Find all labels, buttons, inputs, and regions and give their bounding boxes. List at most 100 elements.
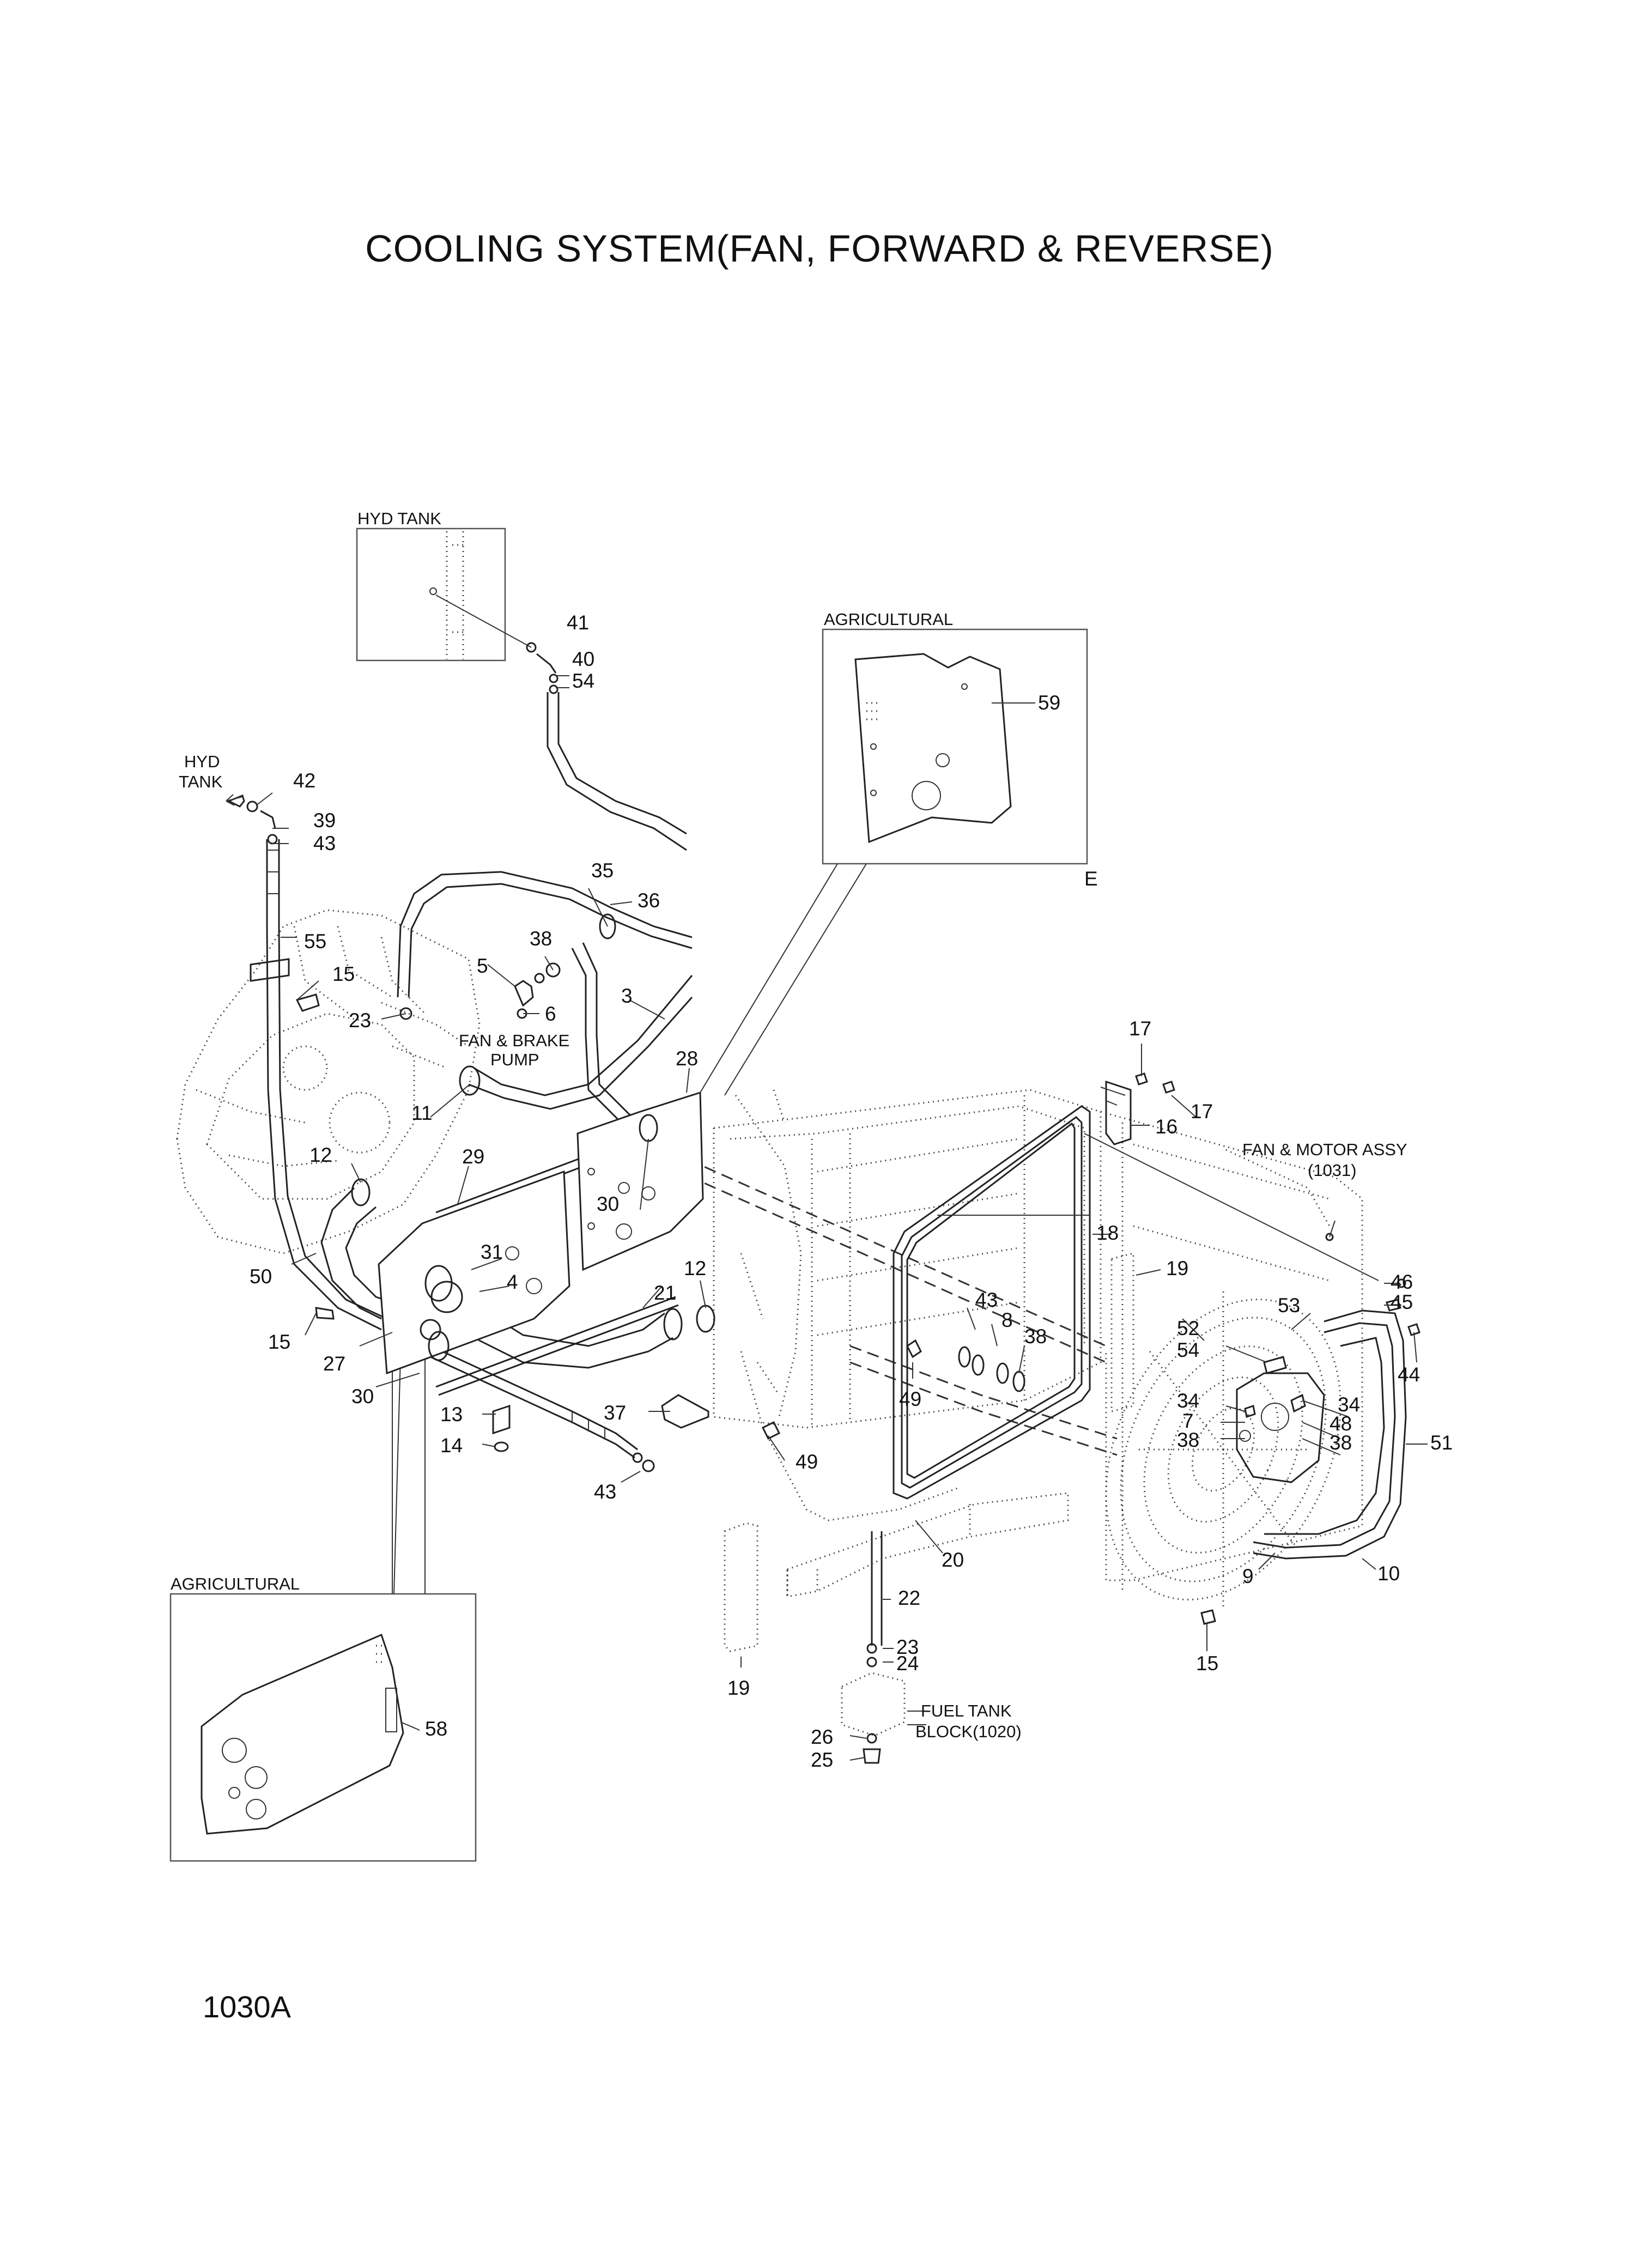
inset-agricultural-bottom: AGRICULTURAL	[169, 1574, 477, 1862]
hose-51	[1253, 1309, 1407, 1560]
clamp-36	[599, 913, 616, 939]
callout-23-bottom: 23	[896, 1636, 919, 1658]
callout-24: 24	[896, 1652, 919, 1675]
tube-bottom	[430, 1345, 638, 1451]
callout-12-left: 12	[309, 1144, 332, 1166]
callout-9: 9	[1242, 1565, 1254, 1587]
washer-14	[494, 1441, 509, 1452]
plate-27	[378, 1170, 570, 1375]
callout-34-left: 34	[1177, 1390, 1199, 1412]
callout-38-left: 38	[1177, 1429, 1199, 1451]
callout-28: 28	[676, 1047, 698, 1070]
callout-51: 51	[1430, 1432, 1453, 1454]
callout-46: 46	[1391, 1271, 1413, 1293]
bolt-15-left	[315, 1307, 335, 1320]
callout-38-top: 38	[530, 927, 552, 950]
callout-39: 39	[313, 809, 336, 832]
fan-motor	[1236, 1372, 1325, 1483]
callout-54: 54	[572, 670, 594, 692]
strap-21	[435, 1296, 679, 1396]
inset-label-agricultural-bottom: AGRICULTURAL	[171, 1574, 300, 1593]
leader-lines	[256, 675, 1428, 1761]
callout-43: 43	[313, 832, 336, 854]
callout-44: 44	[1398, 1363, 1420, 1386]
callout-43-right: 43	[975, 1289, 998, 1311]
callout-17-top: 17	[1129, 1017, 1151, 1040]
page-title: COOLING SYSTEM(FAN, FORWARD & REVERSE)	[365, 227, 1274, 270]
bolt-15-right	[1200, 1609, 1216, 1625]
callout-29: 29	[462, 1145, 484, 1168]
fittings	[227, 642, 1421, 1764]
dashed-pipe-upper	[653, 1143, 1107, 1347]
inset-label-agricultural-top: AGRICULTURAL	[824, 610, 953, 629]
callout-30-lower: 30	[351, 1385, 374, 1408]
callout-26: 26	[811, 1726, 833, 1748]
bolt-13	[492, 1404, 511, 1435]
label-fan-motor-assy-1: FAN & MOTOR ASSY	[1242, 1140, 1407, 1159]
inset-leaders-top	[700, 863, 867, 1096]
callout-54-right: 54	[1177, 1339, 1199, 1361]
callout-3: 3	[621, 985, 633, 1007]
engine-outline-dotted	[176, 909, 481, 1254]
callout-12-right: 12	[684, 1257, 706, 1279]
label-fuel-tank-2: BLOCK(1020)	[915, 1722, 1022, 1741]
pipe-22	[871, 1531, 883, 1646]
plates-27-28	[378, 1091, 704, 1375]
post-19-lower	[724, 1522, 758, 1652]
inset-agricultural-top: AGRICULTURAL	[822, 610, 1088, 865]
plate-59	[854, 653, 1012, 844]
inset-hyd-tank: HYD TANK	[356, 509, 506, 662]
callout-15-top: 15	[332, 963, 355, 985]
plate-28	[576, 1091, 704, 1271]
callout-13: 13	[440, 1403, 463, 1426]
frame-20	[786, 1492, 1069, 1598]
tank-port	[429, 587, 437, 595]
callout-10: 10	[1377, 1562, 1400, 1585]
bracket-37	[661, 1394, 709, 1429]
page-code: 1030A	[203, 1990, 291, 2024]
callout-25: 25	[811, 1749, 833, 1771]
callout-40: 40	[572, 648, 594, 670]
callout-8: 8	[1001, 1309, 1013, 1331]
callout-37: 37	[604, 1402, 626, 1424]
callout-52: 52	[1177, 1317, 1199, 1339]
callout-45: 45	[1391, 1291, 1413, 1313]
callout-23-left: 23	[349, 1009, 371, 1032]
callout-49-lower: 49	[796, 1451, 818, 1473]
fan-guard	[1105, 1291, 1341, 1608]
clamp-12-right	[696, 1305, 715, 1333]
callout-31: 31	[481, 1241, 503, 1263]
callout-49-upper: 49	[899, 1388, 921, 1410]
callout-35: 35	[591, 859, 614, 882]
callout-19-upper: 19	[1166, 1257, 1188, 1279]
plate-58	[201, 1633, 404, 1835]
callout-43-bottom: 43	[594, 1481, 616, 1503]
fuel-tank-block	[841, 1672, 906, 1737]
clamp-30-lower	[428, 1331, 450, 1361]
callout-7: 7	[1182, 1410, 1194, 1432]
radiator-assembly-dotted	[713, 1089, 1363, 1591]
callout-55: 55	[304, 930, 326, 953]
callout-48: 48	[1330, 1412, 1352, 1435]
pipe-12	[320, 1187, 382, 1320]
callout-17-right: 17	[1191, 1100, 1213, 1123]
hose-35	[397, 871, 693, 998]
hose-lines	[266, 692, 1407, 1646]
clamp-31	[424, 1265, 453, 1302]
plug-25	[863, 1748, 881, 1764]
callout-41: 41	[567, 611, 589, 634]
callout-18: 18	[1096, 1222, 1119, 1244]
post-19-upper	[1110, 1252, 1134, 1412]
edge-mark: E	[1084, 868, 1098, 890]
label-fan-brake-pump-2: PUMP	[490, 1050, 539, 1069]
callout-16: 16	[1155, 1115, 1177, 1138]
callout-27: 27	[323, 1353, 345, 1375]
label-fuel-tank-1: FUEL TANK	[921, 1701, 1012, 1720]
label-fan-motor-assy-2: (1031)	[1308, 1161, 1357, 1180]
callout-34-right: 34	[1338, 1393, 1360, 1416]
part-number-callouts: 41 40 54 42 39 43 59 35 36 38 5 6 55 15 …	[250, 611, 1453, 1771]
callout-19-lower: 19	[727, 1677, 750, 1699]
bolt-15	[295, 993, 320, 1012]
inset-frame	[356, 527, 506, 662]
callout-30-upper: 30	[597, 1193, 619, 1215]
